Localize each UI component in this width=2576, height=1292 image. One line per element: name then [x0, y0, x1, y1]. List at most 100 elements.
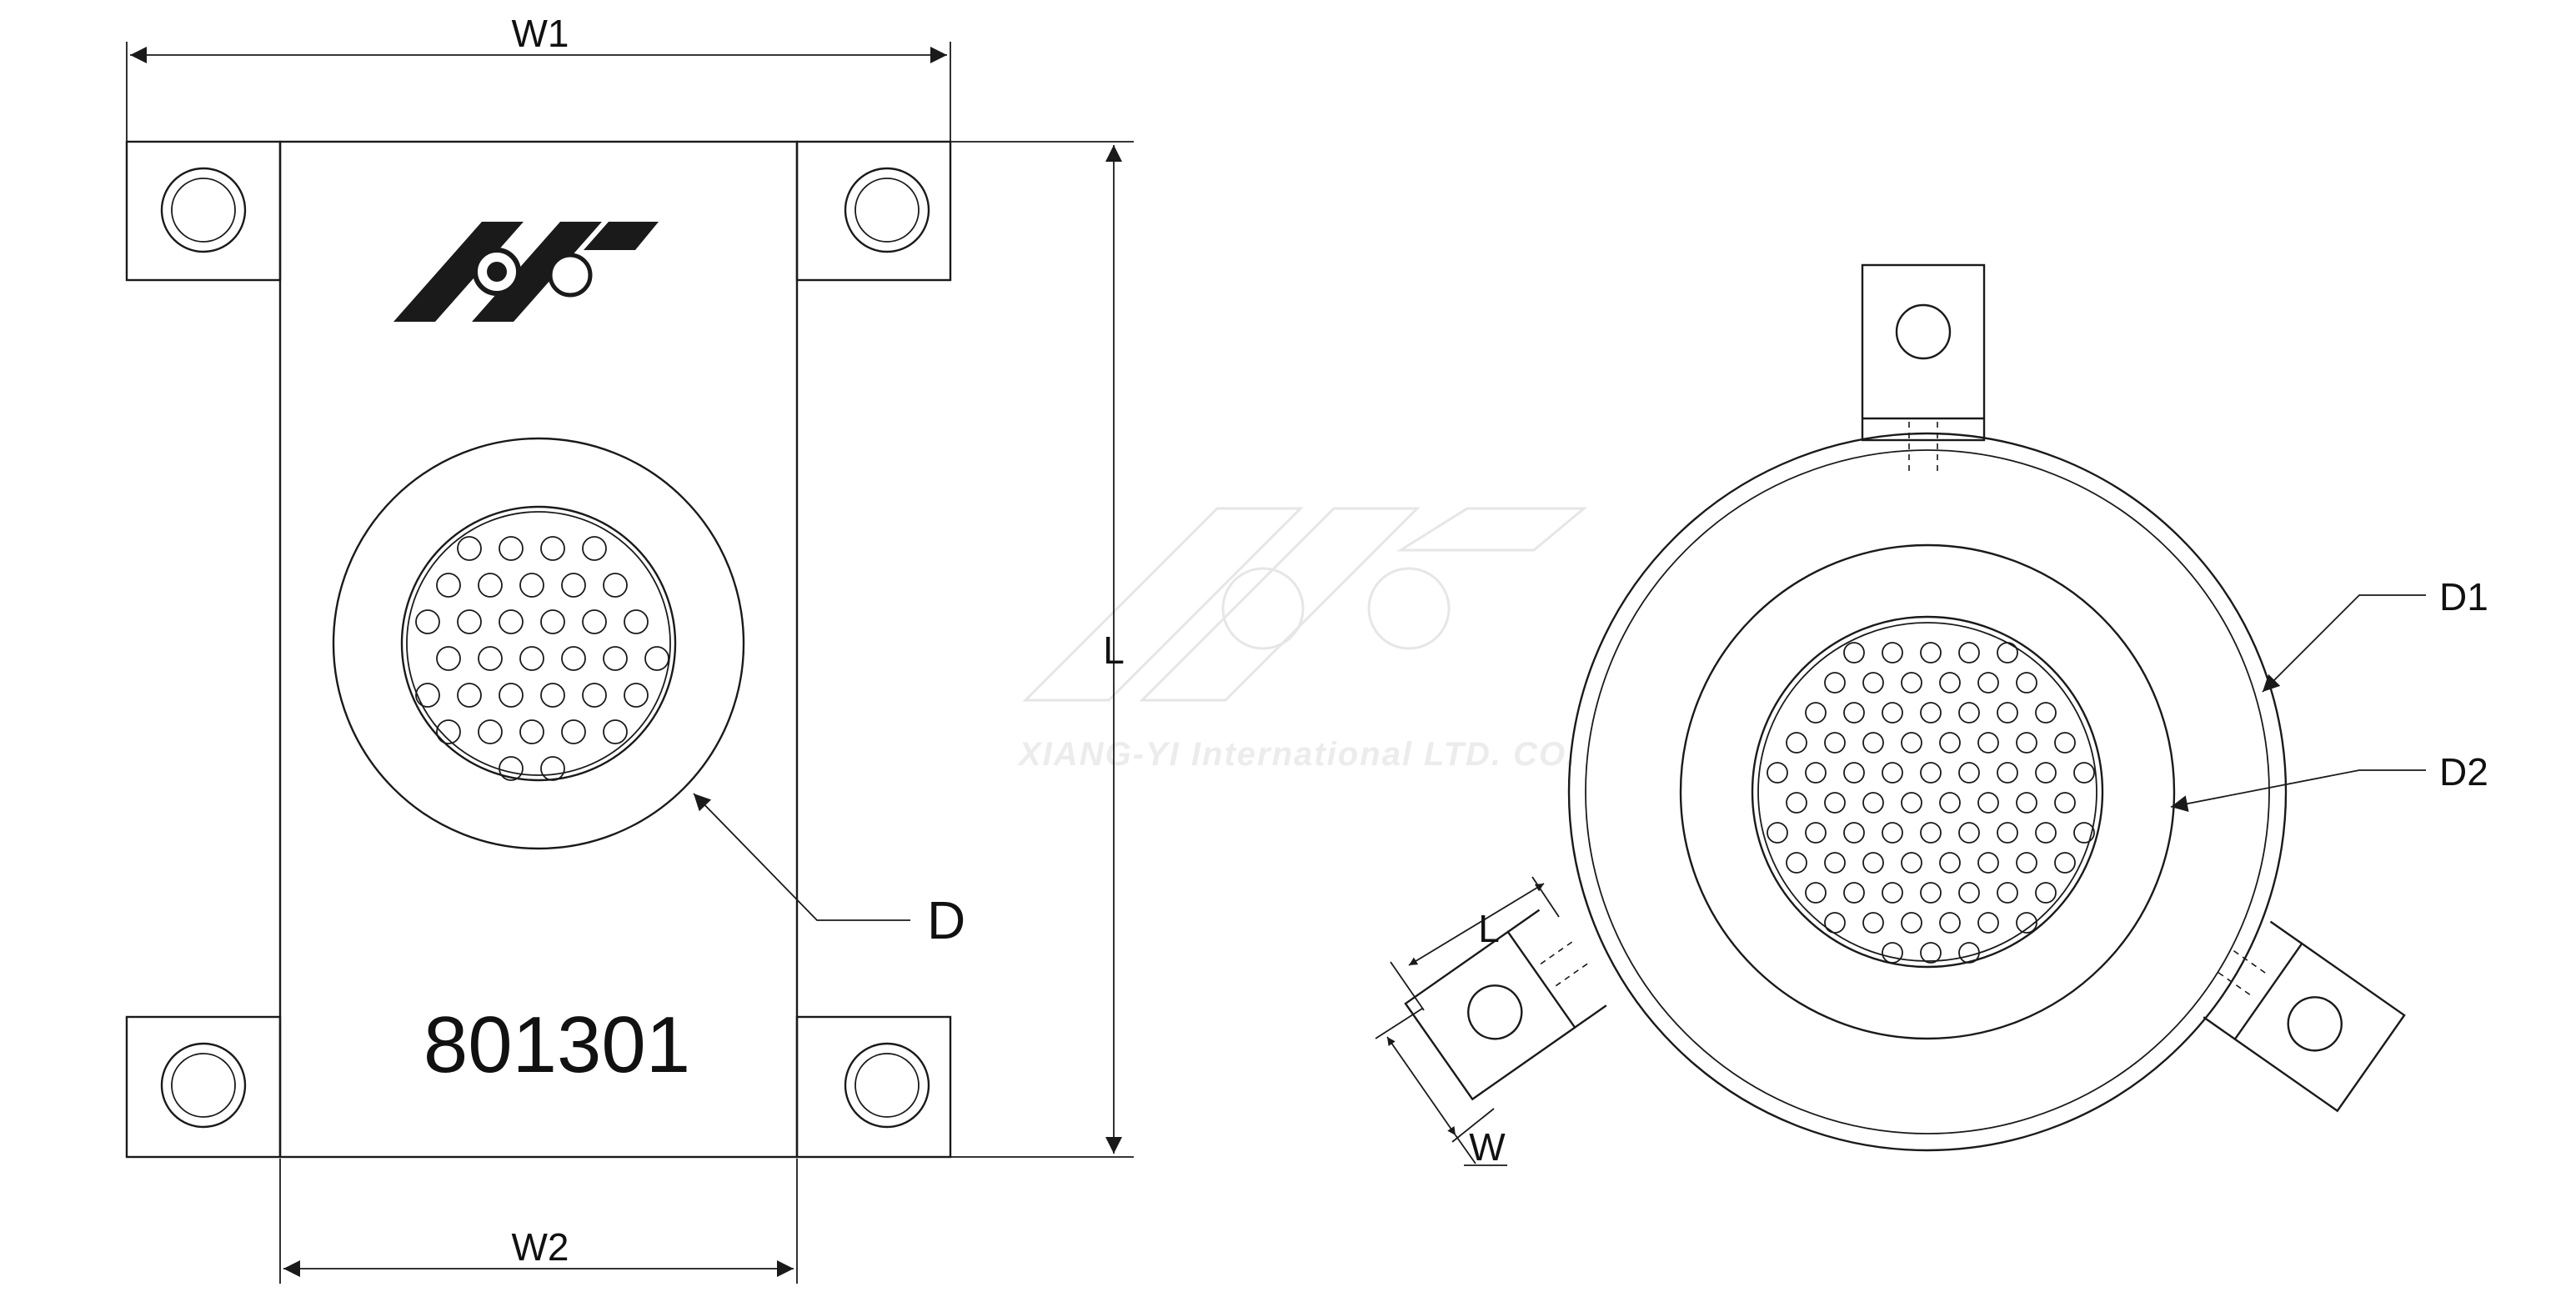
- bolt-hole: [844, 167, 930, 253]
- perforation-hole: [1939, 672, 1961, 694]
- perforation-hole: [499, 756, 524, 781]
- perforation-hole: [1901, 792, 1922, 814]
- perforation-hole: [540, 536, 565, 561]
- perforation-hole: [582, 609, 607, 634]
- perforation-hole: [499, 609, 524, 634]
- perforation-hole: [1939, 732, 1961, 754]
- perforation-hole: [2016, 672, 2037, 694]
- perforation-hole: [499, 683, 524, 708]
- bolt-hole: [160, 1042, 247, 1129]
- perforation-hole: [415, 609, 440, 634]
- perforation-hole: [603, 719, 628, 744]
- perforation-hole: [1977, 912, 1999, 934]
- dim-line-tab-l: [1408, 883, 1545, 966]
- perforation-hole: [499, 536, 524, 561]
- mount-tab-right: [2203, 920, 2406, 1113]
- outlet-flange-outer: [332, 437, 745, 850]
- part-number: 801301: [423, 1000, 690, 1089]
- perforation-hole: [603, 573, 628, 598]
- perforation-hole: [2016, 732, 2037, 754]
- dim-ext-line: [1390, 961, 1425, 1011]
- perforation-hole: [644, 646, 669, 671]
- perforation-hole: [436, 573, 461, 598]
- housing-inner-ring: [1585, 449, 2270, 1134]
- perforation-hole: [1920, 762, 1942, 784]
- leader-d2: [2170, 769, 2426, 812]
- perforation-hole: [603, 646, 628, 671]
- xiang-yi-logo-icon: [393, 222, 659, 322]
- perforation-hole: [540, 683, 565, 708]
- dim-ext-line: [1451, 1108, 1495, 1143]
- label-w1: W1: [512, 12, 569, 55]
- mount-tab-top: [1861, 263, 1986, 475]
- perforation-hole: [1939, 852, 1961, 874]
- perforation-hole: [1882, 702, 1903, 724]
- label-tab-l: L: [1478, 907, 1500, 950]
- bolt-hole: [160, 167, 247, 253]
- perforation-hole: [1862, 672, 1884, 694]
- perforation-hole: [2035, 762, 2057, 784]
- perforation-hole: [1882, 762, 1903, 784]
- perforation-hole: [2054, 792, 2076, 814]
- front-view: 801301 W1 W2 L D: [125, 12, 1134, 1284]
- perforation-hole: [1805, 702, 1827, 724]
- label-d2: D2: [2439, 750, 2488, 794]
- perforation-hole: [1843, 882, 1865, 904]
- perforation-hole: [1824, 852, 1846, 874]
- perforation-hole: [1997, 642, 2018, 664]
- perforation-hole: [1977, 732, 1999, 754]
- perforation-hole: [2073, 762, 2095, 784]
- perforation-hole: [1997, 762, 2018, 784]
- label-d: D: [927, 890, 965, 950]
- perforation-hole: [624, 609, 649, 634]
- perforated-screen-holes: [1767, 642, 2095, 964]
- leader-d1: [2262, 594, 2426, 693]
- label-w2: W2: [512, 1225, 569, 1269]
- perforation-hole: [1805, 882, 1827, 904]
- perforation-hole: [2016, 852, 2037, 874]
- perforation-hole: [1767, 762, 1788, 784]
- perforation-hole: [1843, 822, 1865, 844]
- perforation-hole: [1843, 702, 1865, 724]
- perforation-hole: [1805, 762, 1827, 784]
- perforation-hole: [1920, 702, 1942, 724]
- perforation-hole: [1824, 732, 1846, 754]
- perforation-hole: [1824, 672, 1846, 694]
- perforation-hole: [1920, 822, 1942, 844]
- perforation-hole: [436, 646, 461, 671]
- perforation-hole: [478, 573, 503, 598]
- perforation-hole: [1920, 942, 1942, 964]
- label-tab-w: W: [1469, 1125, 1506, 1169]
- perforation-hole: [1958, 882, 1980, 904]
- perforation-hole: [1862, 792, 1884, 814]
- mount-tab-top-right: [795, 140, 952, 282]
- perforation-hole: [478, 719, 503, 744]
- perforation-hole: [2073, 822, 2095, 844]
- dim-line-tab-w: [1386, 1036, 1456, 1136]
- perforation-hole: [2035, 822, 2057, 844]
- perforation-hole: [1958, 762, 1980, 784]
- perforation-hole: [540, 609, 565, 634]
- perforation-hole: [1824, 912, 1846, 934]
- perforation-hole: [457, 683, 482, 708]
- perforation-hole: [519, 573, 544, 598]
- perforation-hole: [1786, 852, 1807, 874]
- perforation-hole: [1843, 762, 1865, 784]
- perforation-hole: [436, 719, 461, 744]
- perforation-hole: [1882, 882, 1903, 904]
- perforation-hole: [415, 683, 440, 708]
- perforation-hole: [519, 719, 544, 744]
- perforation-hole: [1882, 942, 1903, 964]
- perforation-hole: [561, 646, 586, 671]
- bolt-hole: [844, 1042, 930, 1129]
- dim-leader-w: [1455, 1134, 1476, 1164]
- perforation-hole: [478, 646, 503, 671]
- dim-ext-line: [1375, 1008, 1423, 1039]
- perforation-hole: [1786, 792, 1807, 814]
- label-d1: D1: [2439, 575, 2488, 618]
- perforated-screen-outline: [400, 505, 677, 782]
- perforation-hole: [540, 756, 565, 781]
- perforation-hole: [457, 536, 482, 561]
- perforation-hole: [2035, 702, 2057, 724]
